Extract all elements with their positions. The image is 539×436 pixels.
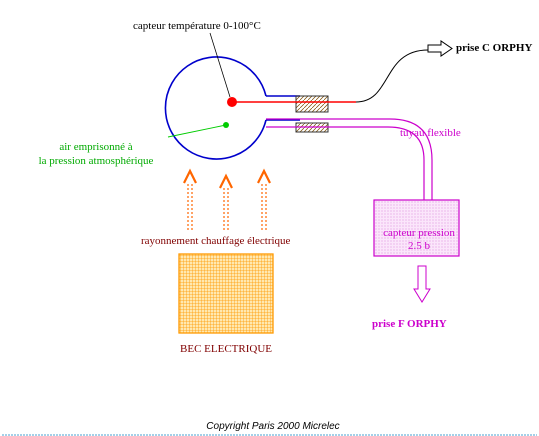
copyright-text: Copyright Paris 2000 Micrelec	[206, 421, 339, 432]
flexible-tube	[266, 118, 433, 200]
heat-arrows	[183, 168, 271, 230]
output-f-label: prise F ORPHY	[372, 318, 447, 330]
electric-burner	[178, 253, 274, 334]
output-c-label: prise C ORPHY	[456, 42, 532, 54]
pressure-sensor-box	[373, 199, 460, 257]
temperature-probe	[227, 97, 356, 107]
glass-flask	[164, 56, 300, 160]
output-c-arrow-icon	[427, 40, 453, 57]
output-f-arrow-icon	[413, 265, 431, 303]
pressure-sensor-label-line1: capteur pression	[383, 227, 455, 239]
stopper-upper	[295, 95, 329, 113]
signal-cable-c	[355, 49, 429, 103]
pressure-sensor-label-line2: 2.5 b	[408, 240, 431, 252]
trapped-air-label-line2: la pression atmosphérique	[39, 155, 154, 167]
heat-arrow-middle-icon	[219, 173, 233, 230]
radiation-label: rayonnement chauffage électrique	[141, 235, 291, 247]
burner-label: BEC ELECTRIQUE	[180, 343, 272, 355]
temp-sensor-leader	[209, 32, 231, 98]
flex-tube-label: tuyau flexible	[400, 127, 461, 139]
heat-arrow-right-icon	[257, 168, 271, 230]
air-leader	[167, 124, 227, 138]
temp-sensor-label: capteur température 0-100°C	[133, 20, 261, 32]
trapped-air-label-line1: air emprisonné à	[59, 141, 132, 153]
heat-arrow-left-icon	[183, 168, 197, 230]
